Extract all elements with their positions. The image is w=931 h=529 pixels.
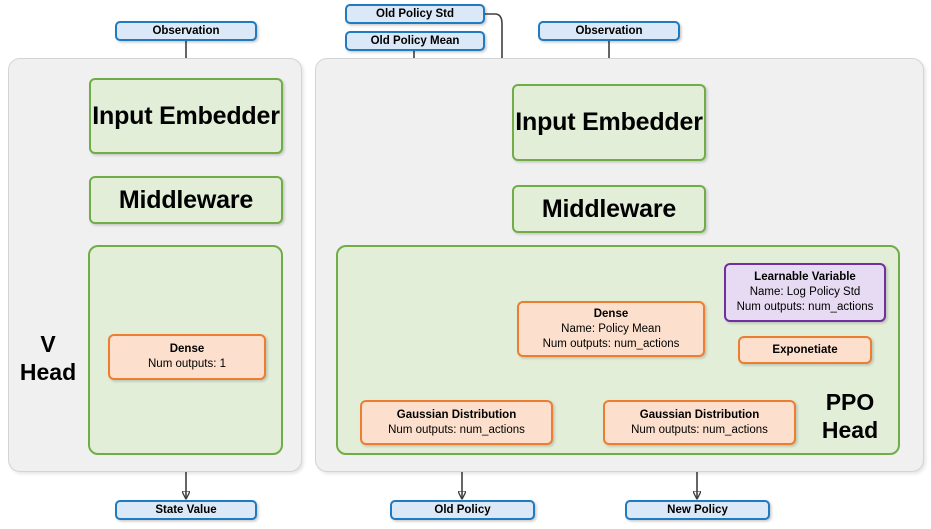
input-old-policy-mean[interactable]: Old Policy Mean <box>345 31 485 51</box>
ppo-head-middleware-label: Middleware <box>541 194 677 223</box>
input-observation-v-label: Observation <box>152 25 220 37</box>
output-state-value-label: State Value <box>155 504 217 516</box>
ppo-head-dense-title: Dense <box>593 307 629 320</box>
ppo-head-middleware-node[interactable]: Middleware <box>512 185 706 233</box>
v-head-dense-node[interactable]: Dense Num outputs: 1 <box>108 334 266 380</box>
ppo-head-dense-policy-mean-node[interactable]: Dense Name: Policy Mean Num outputs: num… <box>517 301 705 357</box>
output-old-policy-label: Old Policy <box>434 504 491 516</box>
input-old-policy-std[interactable]: Old Policy Std <box>345 4 485 24</box>
ppo-head-input-embedder-label: Input Embedder <box>515 108 703 136</box>
output-state-value[interactable]: State Value <box>115 500 257 520</box>
exponetiate-node[interactable]: Exponetiate <box>738 336 872 364</box>
learnable-variable-node[interactable]: Learnable Variable Name: Log Policy Std … <box>724 263 886 322</box>
v-head-middleware-label: Middleware <box>118 185 254 214</box>
exponetiate-title: Exponetiate <box>772 343 838 356</box>
learnable-variable-num-outputs: Num outputs: num_actions <box>736 301 874 313</box>
ppo-head-label: PPO Head <box>821 389 879 443</box>
gaussian-old-num-outputs: Num outputs: num_actions <box>388 423 525 436</box>
gaussian-distribution-old-node[interactable]: Gaussian Distribution Num outputs: num_a… <box>360 400 553 445</box>
v-head-dense-num-outputs: Num outputs: 1 <box>148 358 226 370</box>
input-old-policy-mean-label: Old Policy Mean <box>370 35 460 47</box>
v-head-input-embedder-node[interactable]: Input Embedder <box>89 78 283 154</box>
gaussian-new-num-outputs: Num outputs: num_actions <box>631 423 768 436</box>
gaussian-old-title: Gaussian Distribution <box>396 408 517 421</box>
ppo-head-dense-name: Name: Policy Mean <box>561 322 661 335</box>
learnable-variable-name: Name: Log Policy Std <box>749 286 861 298</box>
ppo-head-input-embedder-node[interactable]: Input Embedder <box>512 84 706 161</box>
output-new-policy[interactable]: New Policy <box>625 500 770 520</box>
input-observation-v[interactable]: Observation <box>115 21 257 41</box>
gaussian-new-title: Gaussian Distribution <box>639 408 760 421</box>
input-observation-ppo[interactable]: Observation <box>538 21 680 41</box>
learnable-variable-title: Learnable Variable <box>754 271 856 283</box>
gaussian-distribution-new-node[interactable]: Gaussian Distribution Num outputs: num_a… <box>603 400 796 445</box>
ppo-head-dense-num-outputs: Num outputs: num_actions <box>542 337 680 350</box>
v-head-middleware-node[interactable]: Middleware <box>89 176 283 224</box>
input-old-policy-std-label: Old Policy Std <box>376 8 454 20</box>
output-old-policy[interactable]: Old Policy <box>390 500 535 520</box>
output-new-policy-label: New Policy <box>667 504 728 516</box>
v-head-input-embedder-label: Input Embedder <box>92 101 280 130</box>
input-observation-ppo-label: Observation <box>575 25 643 37</box>
v-head-label: V Head <box>19 331 77 385</box>
v-head-dense-title: Dense <box>169 343 205 355</box>
